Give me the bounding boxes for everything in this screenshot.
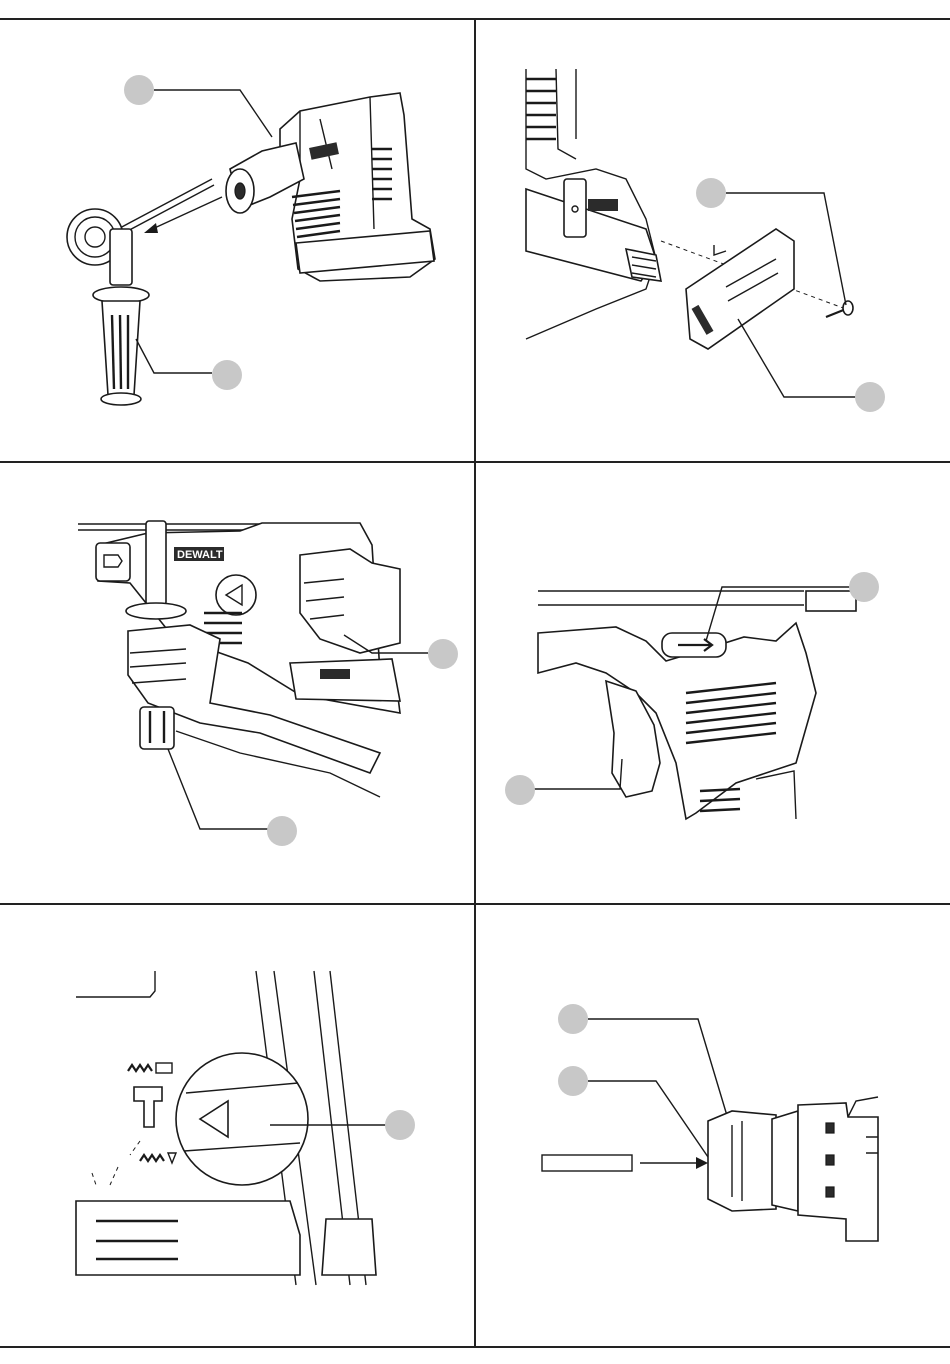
figure-side-handle-install [0, 19, 474, 461]
callout-marker [558, 1066, 588, 1096]
trigger-illustration [476, 463, 950, 903]
drill-mode-icon [128, 1063, 172, 1073]
hammer-drill-mode-icon [140, 1153, 176, 1163]
callout-marker [696, 178, 726, 208]
callout-marker [385, 1110, 415, 1140]
callout-marker [849, 572, 879, 602]
hammer-mode-icon [134, 1087, 162, 1127]
figure-chuck-sleeve [476, 905, 950, 1346]
mode-selector-illustration [0, 905, 474, 1346]
callout-marker [267, 816, 297, 846]
callout-marker [558, 1004, 588, 1034]
belt-hook-illustration [476, 19, 950, 461]
callout-marker [505, 775, 535, 805]
figure-mode-selector [0, 905, 474, 1346]
figure-trigger-switch [476, 463, 950, 903]
chuck-illustration [476, 905, 950, 1346]
callout-marker [855, 382, 885, 412]
callout-marker [212, 360, 242, 390]
callout-marker [124, 75, 154, 105]
callout-marker [428, 639, 458, 669]
figure-two-hand-operation: DEWALT [0, 463, 474, 903]
figure-belt-hook [476, 19, 950, 461]
brand-label: DEWALT [177, 549, 223, 561]
two-hand-illustration: DEWALT [0, 463, 474, 903]
side-handle-illustration [0, 19, 474, 461]
